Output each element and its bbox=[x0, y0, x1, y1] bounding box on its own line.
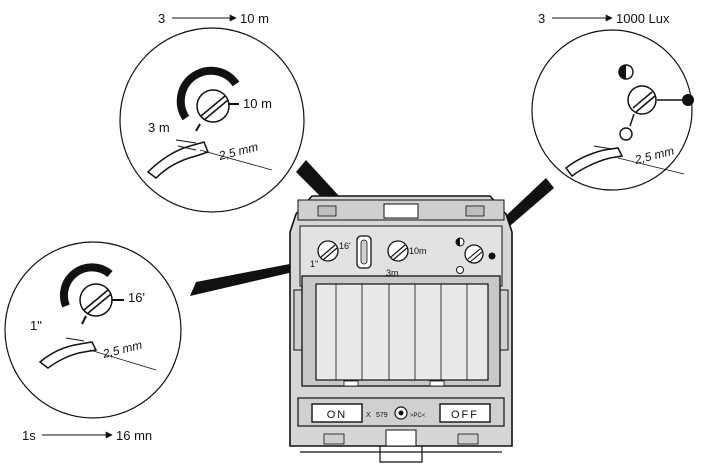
device-time-max: 16' bbox=[339, 241, 351, 251]
time-scale-arc bbox=[59, 263, 113, 308]
detector-device: 16' 1" 10m 3m bbox=[289, 195, 513, 463]
time-callout-beam bbox=[190, 262, 302, 296]
bright-empty-circle-icon bbox=[619, 127, 633, 141]
distance-zoom-callout: 10 m 3 m 2,5 mm bbox=[119, 27, 305, 213]
code-pc: >PC< bbox=[410, 413, 426, 419]
off-button[interactable]: OFF bbox=[439, 403, 491, 423]
lux-range-to: 1000 Lux bbox=[616, 11, 670, 26]
fresnel-lens bbox=[315, 283, 489, 381]
on-button[interactable]: ON bbox=[311, 403, 363, 423]
distance-range-to: 10 m bbox=[240, 11, 269, 26]
device-distance-min: 3m bbox=[386, 268, 399, 278]
device-empty-circle-icon bbox=[456, 266, 464, 274]
code-number: 579 bbox=[376, 412, 388, 419]
distance-max-label: 10 m bbox=[243, 96, 272, 111]
time-max-label: 16' bbox=[128, 290, 145, 305]
lux-range-caption: 3 1000 Lux bbox=[538, 11, 670, 26]
code-x: X bbox=[366, 412, 371, 419]
time-min-label: 1" bbox=[30, 318, 42, 333]
distance-min-label: 3 m bbox=[148, 120, 170, 135]
on-label: ON bbox=[327, 409, 348, 421]
time-zoom-callout: 16' 1" 2,5 mm bbox=[4, 241, 182, 419]
device-time-min: 1" bbox=[310, 259, 318, 269]
time-range-caption: 1s 16 mn bbox=[22, 428, 152, 443]
device-filled-circle-icon bbox=[488, 252, 496, 260]
top-clip bbox=[383, 203, 419, 219]
off-label: OFF bbox=[451, 409, 479, 421]
screwdriver-tool bbox=[38, 341, 98, 369]
dim-half-circle-icon bbox=[618, 64, 634, 80]
lux-range-from: 3 bbox=[538, 11, 545, 26]
screwdriver-tool bbox=[564, 147, 624, 178]
lux-zoom-callout: 2,5 mm bbox=[531, 29, 694, 191]
distance-range-caption: 3 10 m bbox=[158, 11, 269, 26]
device-distance-max: 10m bbox=[409, 246, 427, 256]
bottom-clip bbox=[385, 429, 417, 447]
device-half-circle-icon bbox=[455, 237, 465, 247]
time-range-to: 16 mn bbox=[116, 428, 152, 443]
time-range-from: 1s bbox=[22, 428, 36, 443]
dark-filled-circle-icon bbox=[682, 94, 694, 106]
distance-range-from: 3 bbox=[158, 11, 165, 26]
distance-scale-arc bbox=[176, 66, 240, 121]
